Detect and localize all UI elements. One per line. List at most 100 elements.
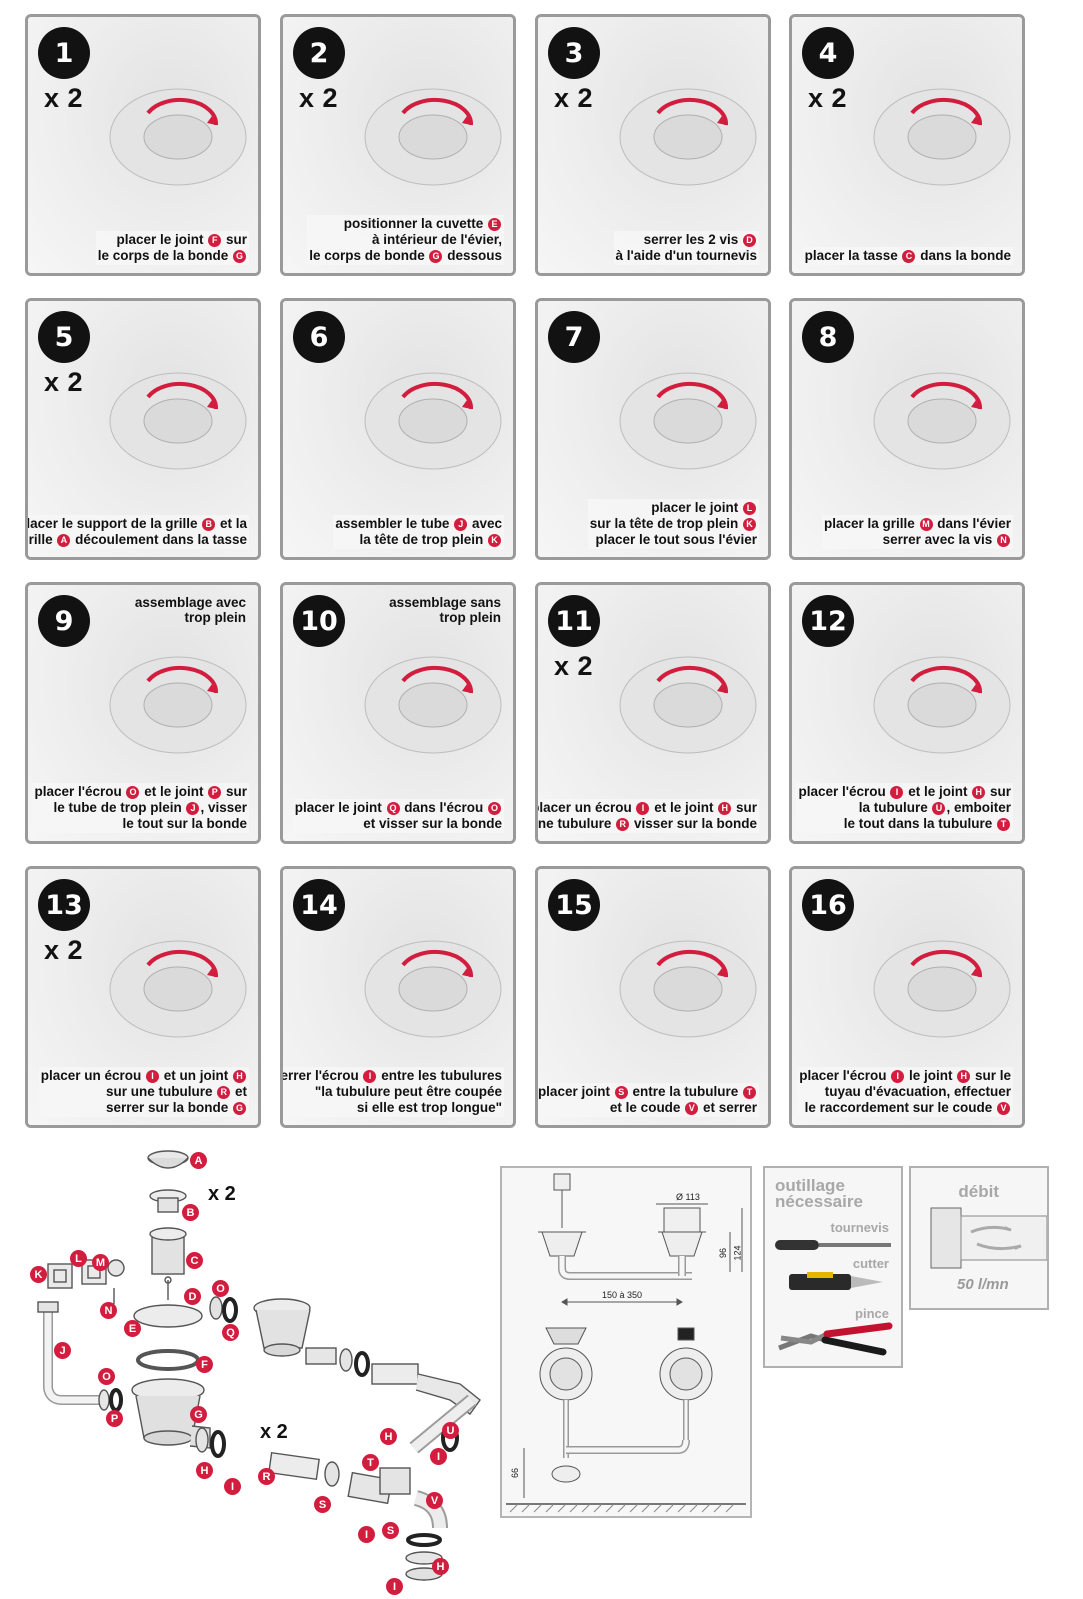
caption-line: si elle est trop longue" xyxy=(283,1100,502,1116)
caption-text: sur la tête de trop plein xyxy=(589,516,742,531)
step-number: 2 xyxy=(293,27,345,79)
caption-text: serrer les 2 vis xyxy=(643,232,742,247)
qty-mid: x 2 xyxy=(260,1421,288,1443)
caption-text: dans la bonde xyxy=(916,248,1011,263)
caption-text: et le joint xyxy=(140,784,208,799)
caption-text: avec xyxy=(468,516,502,531)
caption-text: sur xyxy=(222,232,247,247)
caption-line: placer le joint L xyxy=(590,500,757,516)
step-caption: placer le support de la grille B et lagr… xyxy=(25,515,249,549)
step-number: 9 xyxy=(38,595,90,647)
part-letter-badge: G xyxy=(233,250,246,263)
caption-text: sur xyxy=(222,784,247,799)
part-label: S xyxy=(314,1496,331,1513)
caption-text: placer un écrou xyxy=(40,1068,145,1083)
red-arrow-icon xyxy=(109,88,247,186)
part-label: C xyxy=(186,1252,203,1269)
caption-line: sur la tête de trop plein K xyxy=(590,516,757,532)
step-number: 1 xyxy=(38,27,90,79)
caption-text: serrer l'écrou xyxy=(280,1068,363,1083)
part-letter-badge: J xyxy=(186,802,200,815)
step-illustration xyxy=(538,17,768,273)
caption-line: serrer avec la vis N xyxy=(824,532,1011,548)
caption-line: et visser sur la bonde xyxy=(295,816,502,832)
caption-line: serrer l'écrou I entre les tubulures xyxy=(280,1068,502,1084)
part-letter-badge: O xyxy=(488,802,501,815)
caption-line: le corps de la bonde G xyxy=(98,248,247,264)
caption-line: placer l'écrou I le joint H sur le xyxy=(799,1068,1011,1084)
caption-line: la tubulure U, emboiter xyxy=(798,800,1011,816)
part-label: P xyxy=(106,1410,123,1427)
dim-h1: 96 xyxy=(718,1247,729,1259)
dimension-svg xyxy=(506,1173,746,1513)
part-label: V xyxy=(426,1492,443,1509)
caption-line: positionner la cuvette E xyxy=(309,216,502,232)
red-arrow-icon xyxy=(619,88,757,186)
caption-line: serrer sur la bonde G xyxy=(41,1100,247,1116)
step-header-line: trop plein xyxy=(184,610,247,625)
dim-spacing: 150 à 350 xyxy=(602,1290,643,1300)
red-arrow-icon xyxy=(873,940,1011,1038)
part-letter-badge: M xyxy=(919,518,933,531)
step-number: 12 xyxy=(802,595,854,647)
step-number: 7 xyxy=(548,311,600,363)
flow-panel: débit 50 l/mn xyxy=(909,1166,1049,1310)
caption-text: placer le joint xyxy=(116,232,208,247)
step-number: 11 xyxy=(548,595,600,647)
caption-line: placer un écrou I et le joint H sur xyxy=(538,800,757,816)
caption-line: placer l'écrou I et le joint H sur xyxy=(798,784,1011,800)
part-letter-badge: A xyxy=(57,534,71,547)
dim-bottom: 66 xyxy=(510,1467,521,1479)
red-arrow-icon xyxy=(364,940,502,1038)
caption-line: placer l'écrou O et le joint P sur xyxy=(34,784,247,800)
red-arrow-icon xyxy=(619,372,757,470)
cutter-icon xyxy=(789,1272,883,1290)
part-letter-badge: I xyxy=(636,802,650,815)
caption-text: le raccordement sur le coude xyxy=(804,1100,996,1115)
caption-line: placer le tout sous l'évier xyxy=(590,532,757,548)
caption-line: placer la grille M dans l'évier xyxy=(824,516,1011,532)
caption-text: si elle est trop longue" xyxy=(356,1100,502,1115)
part-letter-badge: H xyxy=(972,786,986,799)
caption-text: et la xyxy=(216,516,247,531)
caption-text: le corps de bonde xyxy=(309,248,429,263)
caption-line: le tout dans la tubulure T xyxy=(798,816,1011,832)
caption-line: placer le joint Q dans l'écrou O xyxy=(295,800,502,816)
part-letter-badge: G xyxy=(233,1102,246,1115)
red-arrow-icon xyxy=(109,372,247,470)
part-letter-badge: H xyxy=(957,1070,971,1083)
part-letter-badge: V xyxy=(685,1102,699,1115)
part-letter-badge: H xyxy=(233,1070,246,1083)
caption-line: une tubulure R visser sur la bonde xyxy=(538,816,757,832)
step-multiplier: x 2 xyxy=(554,83,594,113)
red-arrow-icon xyxy=(873,88,1011,186)
part-letter-badge: Q xyxy=(386,802,400,815)
red-arrow-icon xyxy=(873,656,1011,754)
dimension-drawing: Ø 113 96 124 150 à 350 66 xyxy=(500,1166,752,1518)
caption-text: placer le joint xyxy=(294,800,386,815)
step-number: 4 xyxy=(802,27,854,79)
caption-line: grille A découlement dans la tasse xyxy=(28,532,247,548)
part-label: F xyxy=(196,1356,213,1373)
part-label: T xyxy=(362,1454,379,1471)
step-number: 6 xyxy=(293,311,345,363)
part-letter-badge: F xyxy=(208,234,222,247)
caption-text: placer le support de la grille xyxy=(25,516,202,531)
